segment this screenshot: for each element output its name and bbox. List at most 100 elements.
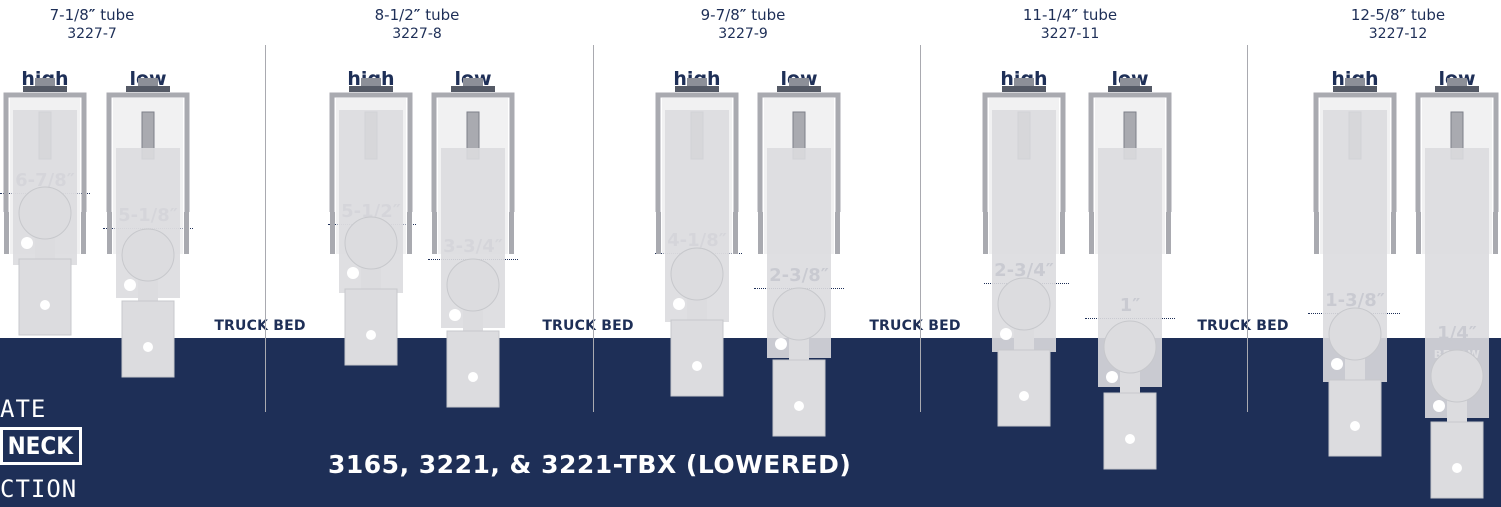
low-2-receiver-left-lower — [432, 212, 437, 254]
truck-bed-label-4: TRUCK BED — [1197, 318, 1289, 334]
low-1-receiver-right-lower — [184, 212, 189, 254]
high-4-receiver-left-lower — [983, 212, 988, 254]
part-number: 3227-12 — [1368, 26, 1428, 42]
high-3-ball-dot — [673, 298, 685, 310]
low-2-nut — [463, 78, 483, 86]
low-3-stem-dot — [794, 401, 804, 411]
high-5-stem-dot — [1350, 421, 1360, 431]
tube-size: 8-1/2 — [374, 6, 414, 24]
low-1-receiver-left-lower — [107, 212, 112, 254]
low-5-stem-dot — [1452, 463, 1462, 473]
high-2-ball-dot — [347, 267, 359, 279]
low-1-ball — [121, 228, 175, 282]
low-5-receiver-right-lower — [1493, 212, 1498, 254]
high-2-stem — [344, 288, 398, 366]
high-2-ball — [344, 216, 398, 270]
inch-mark: ″ — [739, 6, 747, 24]
high-3-ball — [670, 247, 724, 301]
low-5-ball-dot — [1433, 400, 1445, 412]
high-4-ball — [997, 277, 1051, 331]
low-1-receiver-top — [106, 92, 190, 212]
low-5-nut — [1447, 78, 1467, 86]
part-number: 3227-11 — [1040, 26, 1100, 42]
high-4-ball-dot — [1000, 328, 1012, 340]
high-1-stem-dot — [40, 300, 50, 310]
low-3-stem — [772, 359, 826, 437]
high-3-plate — [675, 86, 719, 92]
high-4-plate — [1002, 86, 1046, 92]
navy-band — [0, 338, 1501, 507]
low-4-stem-dot — [1125, 434, 1135, 444]
part-number: 3227-9 — [718, 26, 768, 42]
brand-line-3: CTION — [0, 475, 78, 503]
high-2-receiver-right-lower — [407, 212, 412, 254]
truck-bed-label-1: TRUCK BED — [214, 318, 306, 334]
low-4-receiver-right-lower — [1166, 212, 1171, 254]
high-5-plate — [1333, 86, 1377, 92]
low-2-stem-dot — [468, 372, 478, 382]
low-4-ball — [1103, 320, 1157, 374]
high-1-plate — [23, 86, 67, 92]
inch-mark: ″ — [1071, 6, 1079, 24]
truck-bed-label-2: TRUCK BED — [542, 318, 634, 334]
tube-size: 7-1/8 — [49, 6, 89, 24]
high-5-ball-dot — [1331, 358, 1343, 370]
column-divider-1 — [265, 45, 266, 412]
tube-word: tube — [95, 6, 135, 24]
high-3-receiver-left-lower — [656, 212, 661, 254]
low-5-ball — [1430, 349, 1484, 403]
high-3-receiver-top — [655, 92, 739, 212]
brand-line-1: ATE — [0, 395, 47, 423]
high-1-receiver-right-lower — [81, 212, 86, 254]
tube-word: tube — [420, 6, 460, 24]
high-5-receiver-top — [1313, 92, 1397, 212]
tube-title-1: 7-1/8″ tube 3227-7 — [2, 6, 182, 44]
column-divider-2 — [593, 45, 594, 412]
high-1-ball — [18, 186, 72, 240]
low-3-plate — [777, 86, 821, 92]
high-1-receiver-top — [3, 92, 87, 212]
low-5-receiver-left-lower — [1416, 212, 1421, 254]
high-5-nut — [1345, 78, 1365, 86]
low-1-stem-dot — [143, 342, 153, 352]
low-4-receiver-top — [1088, 92, 1172, 212]
inch-mark: ″ — [88, 6, 96, 24]
low-1-stem — [121, 300, 175, 378]
high-5-receiver-right-lower — [1391, 212, 1396, 254]
tube-size: 11-1/4 — [1022, 6, 1072, 24]
low-1-plate — [126, 86, 170, 92]
low-4-receiver-left-lower — [1089, 212, 1094, 254]
high-3-nut — [687, 78, 707, 86]
low-5-receiver-top — [1415, 92, 1499, 212]
column-divider-3 — [920, 45, 921, 412]
high-2-receiver-left-lower — [330, 212, 335, 254]
column-divider-4 — [1247, 45, 1248, 412]
high-1-receiver-left-lower — [4, 212, 9, 254]
high-5-receiver-left-lower — [1314, 212, 1319, 254]
models-caption: 3165, 3221, & 3221-TBX (LOWERED) — [328, 450, 852, 479]
high-4-stem-dot — [1019, 391, 1029, 401]
high-3-stem-dot — [692, 361, 702, 371]
high-5-stem — [1328, 379, 1382, 457]
low-4-plate — [1108, 86, 1152, 92]
low-3-ball — [772, 287, 826, 341]
inch-mark: ″ — [413, 6, 421, 24]
tube-size: 9-7/8 — [700, 6, 740, 24]
low-1-nut — [138, 78, 158, 86]
low-3-nut — [789, 78, 809, 86]
tube-size: 12-5/8 — [1350, 6, 1400, 24]
part-number: 3227-7 — [67, 26, 117, 42]
low-2-plate — [451, 86, 495, 92]
low-4-stem — [1103, 392, 1157, 470]
low-3-ball-dot — [775, 338, 787, 350]
low-2-receiver-right-lower — [509, 212, 514, 254]
low-4-ball-dot — [1106, 371, 1118, 383]
brand-boxed-word: NECK — [0, 427, 82, 465]
low-2-ball — [446, 258, 500, 312]
low-1-ball-dot — [124, 279, 136, 291]
inch-mark: ″ — [1399, 6, 1407, 24]
high-1-stem — [18, 258, 72, 336]
low-3-receiver-left-lower — [758, 212, 763, 254]
